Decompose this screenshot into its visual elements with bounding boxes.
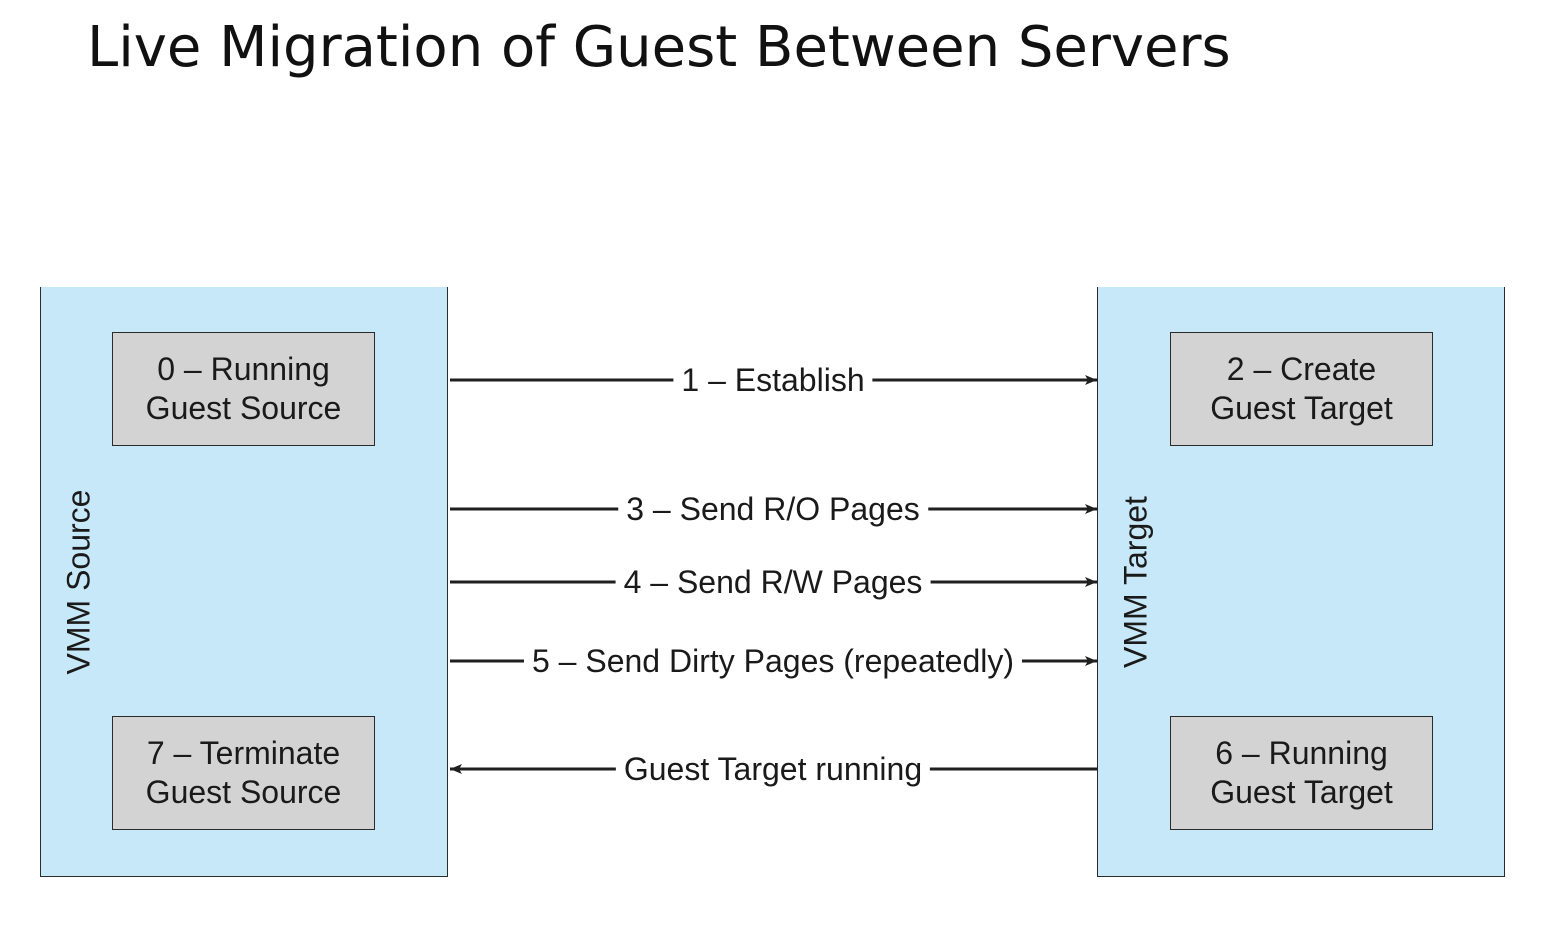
- send-dirty-pages-label: 5 – Send Dirty Pages (repeatedly): [523, 641, 1023, 681]
- running-guest-source-label: 0 – Running Guest Source: [145, 351, 342, 426]
- running-guest-source-box: 0 – Running Guest Source: [112, 332, 375, 446]
- send-ro-pages-label: 3 – Send R/O Pages: [618, 489, 928, 529]
- establish-label: 1 – Establish: [673, 360, 873, 400]
- running-guest-target-box: 6 – Running Guest Target: [1170, 716, 1433, 830]
- guest-target-running-label: Guest Target running: [615, 749, 931, 789]
- create-guest-target-box: 2 – Create Guest Target: [1170, 332, 1433, 446]
- create-guest-target-label: 2 – Create Guest Target: [1210, 351, 1393, 426]
- terminate-guest-source-label: 7 – Terminate Guest Source: [145, 735, 342, 810]
- running-guest-target-label: 6 – Running Guest Target: [1210, 735, 1393, 810]
- terminate-guest-source-box: 7 – Terminate Guest Source: [112, 716, 375, 830]
- send-rw-pages-label: 4 – Send R/W Pages: [615, 562, 931, 602]
- slide-title: Live Migration of Guest Between Servers: [87, 15, 1231, 80]
